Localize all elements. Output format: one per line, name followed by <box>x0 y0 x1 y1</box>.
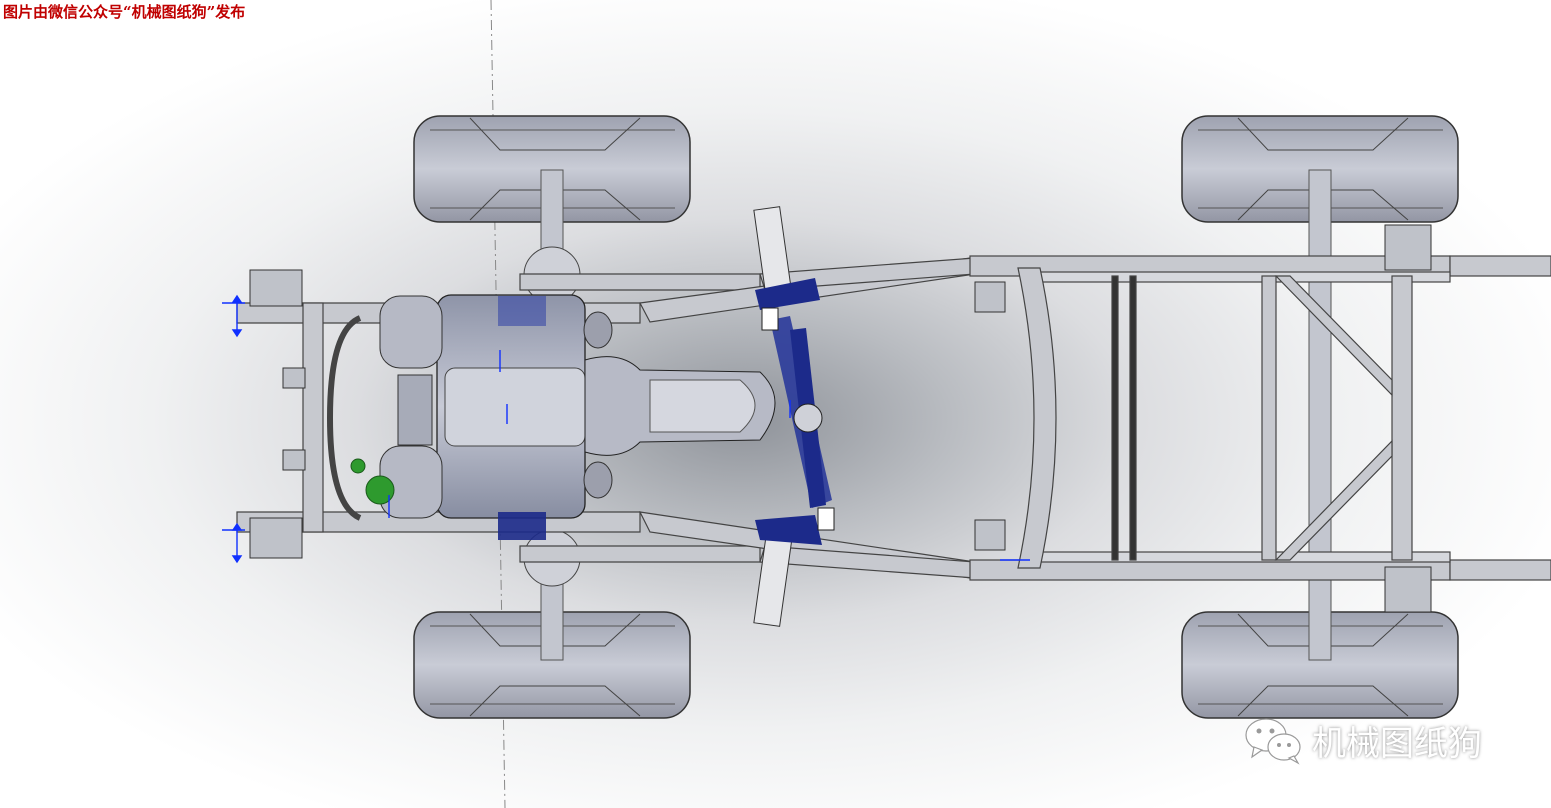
dimension-markers <box>222 294 1030 564</box>
caption-text: 图片由微信公众号“机械图纸狗”发布 <box>3 3 246 21</box>
engine-block[interactable] <box>379 294 613 540</box>
rear-axle-shaft <box>1308 169 1332 661</box>
front-suspension[interactable] <box>753 206 835 627</box>
alternator-green <box>350 458 395 505</box>
front-brackets <box>249 269 362 559</box>
watermark-text: 机械图纸狗 <box>1312 723 1482 764</box>
watermark: 机械图纸狗 <box>1244 714 1482 766</box>
rear-brackets <box>974 224 1432 613</box>
transmission[interactable] <box>584 356 776 456</box>
wechat-icon <box>1245 718 1301 765</box>
